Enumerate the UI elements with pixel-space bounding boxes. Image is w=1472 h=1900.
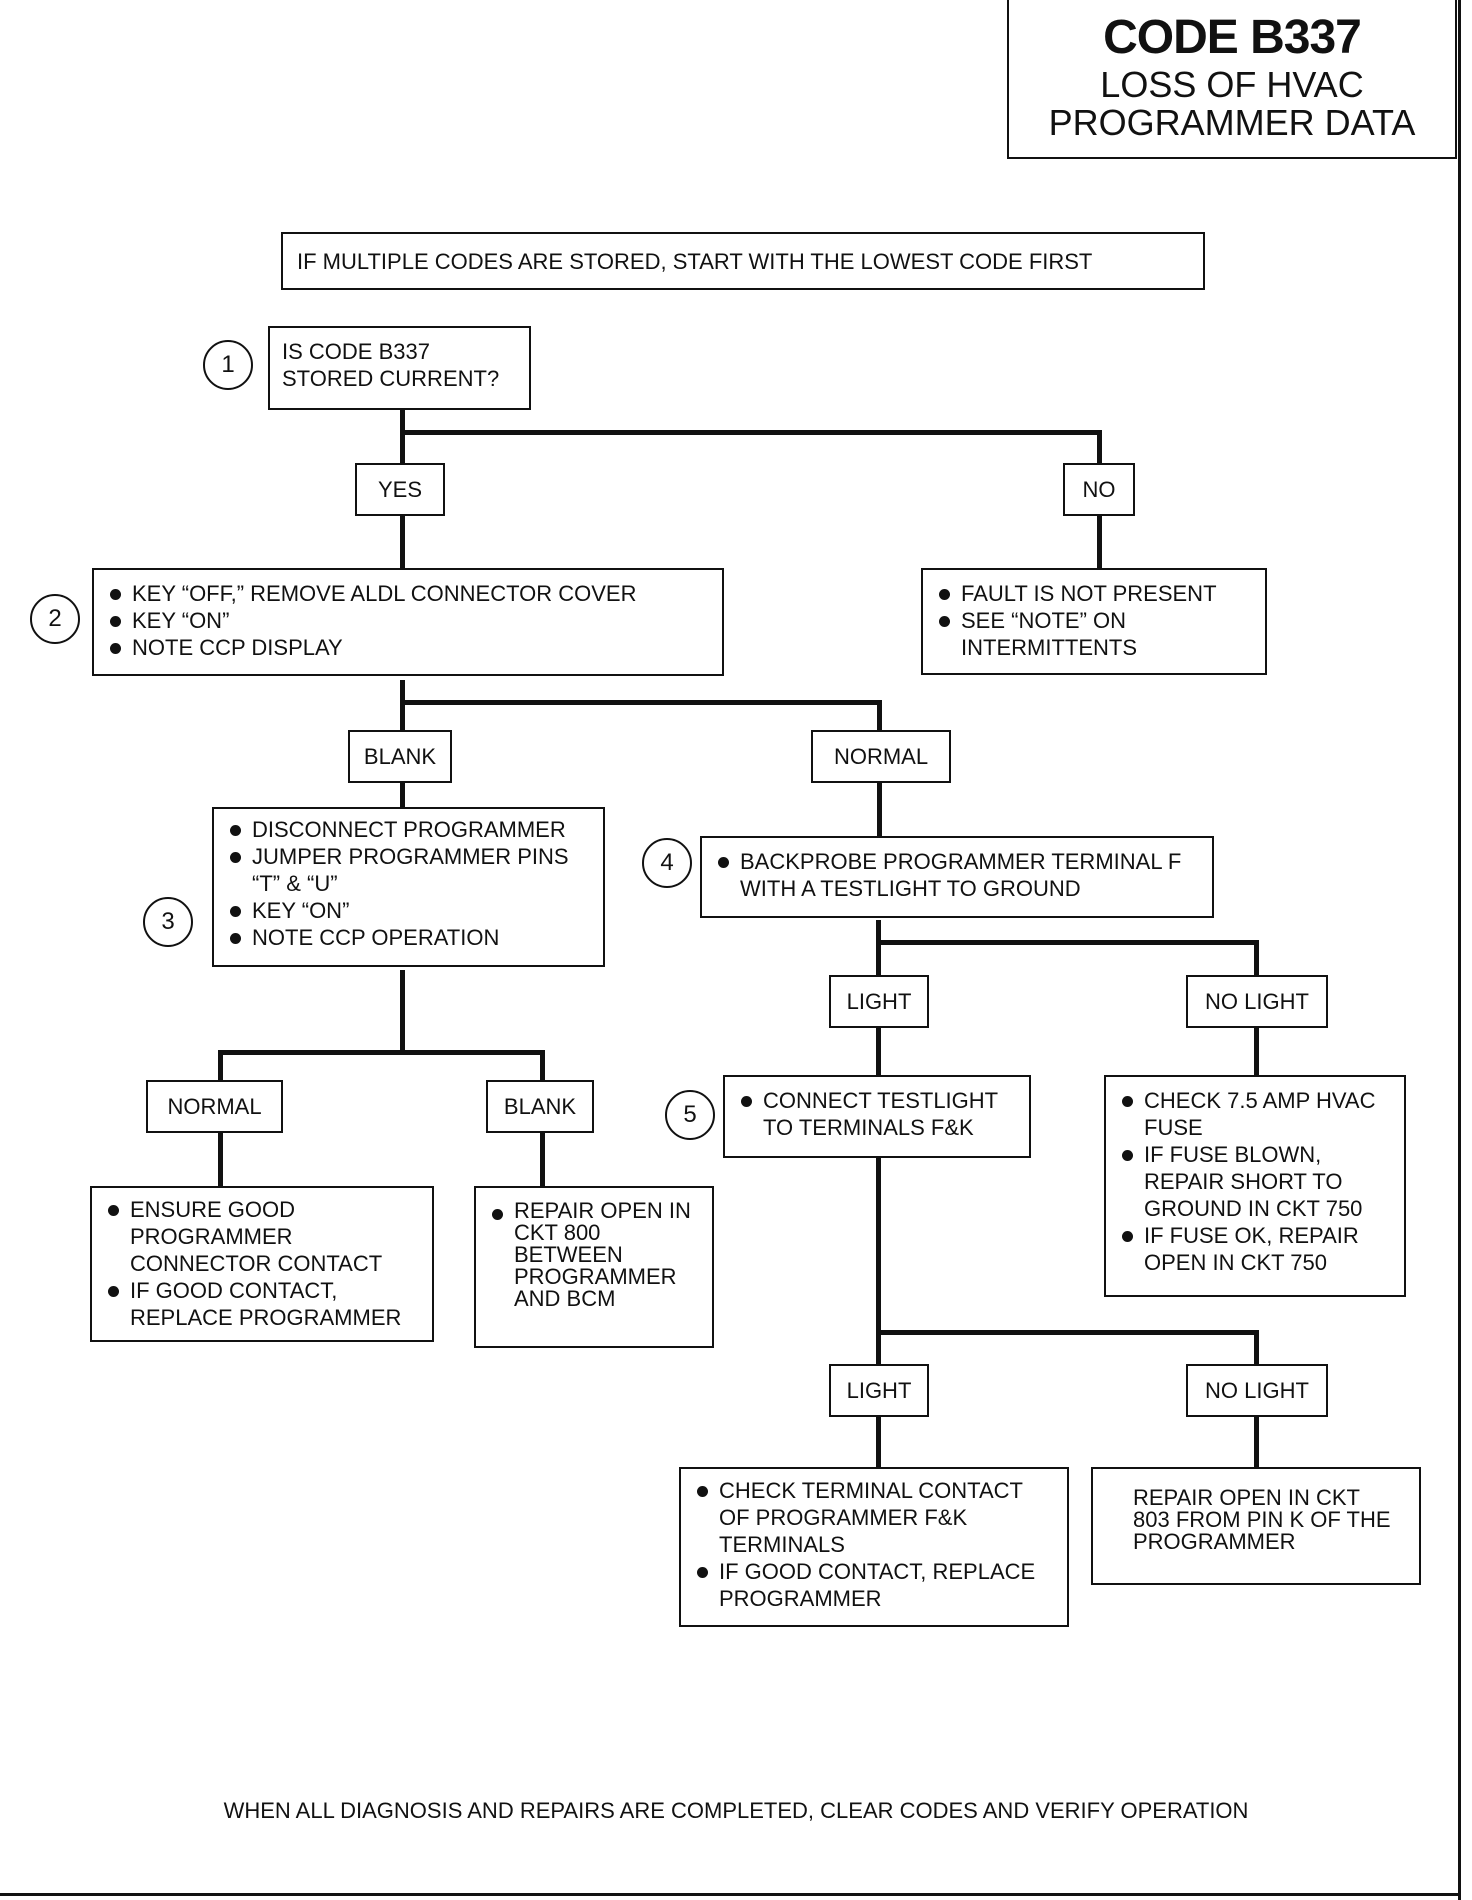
result-item: FAULT IS NOT PRESENT xyxy=(935,580,1253,607)
blank-label: BLANK xyxy=(486,1080,594,1133)
connector xyxy=(400,970,405,1055)
step-2-action-box: KEY “OFF,” REMOVE ALDL CONNECTOR COVER K… xyxy=(92,568,724,676)
step-1-line: IS CODE B337 xyxy=(282,339,430,364)
step-5-marker: 5 xyxy=(665,1090,715,1140)
no-light-label: NO LIGHT xyxy=(1186,975,1328,1028)
result-item: REPAIR OPEN IN CKT 800 BETWEEN PROGRAMME… xyxy=(488,1200,700,1310)
step-4-marker: 4 xyxy=(642,838,692,888)
step-number: 4 xyxy=(660,849,674,876)
step-3-item: DISCONNECT PROGRAMMER xyxy=(226,816,591,843)
step-5-action-box: CONNECT TESTLIGHT TO TERMINALS F&K xyxy=(723,1075,1031,1158)
page-border-bottom xyxy=(0,1893,1461,1896)
code-title: CODE B337 xyxy=(1103,11,1362,64)
fuse-check-box: CHECK 7.5 AMP HVAC FUSE IF FUSE BLOWN, R… xyxy=(1104,1075,1406,1297)
multiple-codes-note: IF MULTIPLE CODES ARE STORED, START WITH… xyxy=(281,232,1205,290)
normal-label: NORMAL xyxy=(146,1080,283,1133)
connector xyxy=(218,1050,545,1055)
connector xyxy=(876,940,1259,945)
connector xyxy=(876,1330,1259,1335)
result-item: IF GOOD CONTACT, REPLACE PROGRAMMER xyxy=(693,1558,1055,1612)
connector xyxy=(400,430,1102,435)
step-number: 3 xyxy=(161,908,175,935)
title-block: CODE B337 LOSS OF HVAC PROGRAMMER DATA xyxy=(1007,0,1457,159)
connector xyxy=(400,700,882,705)
step-2-item: KEY “ON” xyxy=(106,607,710,634)
result-item: CHECK 7.5 AMP HVAC FUSE xyxy=(1118,1087,1392,1141)
step-number: 1 xyxy=(221,351,235,378)
note-text: IF MULTIPLE CODES ARE STORED, START WITH… xyxy=(297,249,1093,274)
blank-label: BLANK xyxy=(348,730,452,783)
title-line-2: PROGRAMMER DATA xyxy=(1048,102,1416,143)
step-1-question-box: IS CODE B337 STORED CURRENT? xyxy=(268,326,531,410)
result-item: ENSURE GOOD PROGRAMMER CONNECTOR CONTACT xyxy=(104,1196,420,1277)
result-item: IF FUSE OK, REPAIR OPEN IN CKT 750 xyxy=(1118,1222,1392,1276)
no-light-label: NO LIGHT xyxy=(1186,1364,1328,1417)
step-2-marker: 2 xyxy=(30,594,80,644)
step-4-item: BACKPROBE PROGRAMMER TERMINAL F WITH A T… xyxy=(714,848,1200,902)
step-2-item: NOTE CCP DISPLAY xyxy=(106,634,710,661)
step-2-item: KEY “OFF,” REMOVE ALDL CONNECTOR COVER xyxy=(106,580,710,607)
step-number: 2 xyxy=(48,605,62,632)
step-3-item: NOTE CCP OPERATION xyxy=(226,924,591,951)
title-line-1: LOSS OF HVAC xyxy=(1100,64,1364,105)
result-item: IF GOOD CONTACT, REPLACE PROGRAMMER xyxy=(104,1277,420,1331)
repair-ckt-800-box: REPAIR OPEN IN CKT 800 BETWEEN PROGRAMME… xyxy=(474,1186,714,1348)
fault-not-present-box: FAULT IS NOT PRESENT SEE “NOTE” ON INTER… xyxy=(921,568,1267,675)
step-1-marker: 1 xyxy=(203,340,253,390)
repair-ckt-803-box: REPAIR OPEN IN CKT 803 FROM PIN K OF THE… xyxy=(1091,1467,1421,1585)
yes-label: YES xyxy=(355,463,445,516)
result-item: SEE “NOTE” ON INTERMITTENTS xyxy=(935,607,1253,661)
footer-instruction: WHEN ALL DIAGNOSIS AND REPAIRS ARE COMPL… xyxy=(223,1798,1249,1823)
no-label: NO xyxy=(1063,463,1135,516)
light-label: LIGHT xyxy=(829,975,929,1028)
result-text: REPAIR OPEN IN CKT 803 FROM PIN K OF THE… xyxy=(1133,1485,1391,1554)
page-border-right xyxy=(1458,0,1461,1900)
normal-label: NORMAL xyxy=(811,730,951,783)
ensure-contact-box: ENSURE GOOD PROGRAMMER CONNECTOR CONTACT… xyxy=(90,1186,434,1342)
result-item: IF FUSE BLOWN, REPAIR SHORT TO GROUND IN… xyxy=(1118,1141,1392,1222)
step-3-item: JUMPER PROGRAMMER PINS “T” & “U” xyxy=(226,843,591,897)
step-3-marker: 3 xyxy=(143,897,193,947)
step-3-item: KEY “ON” xyxy=(226,897,591,924)
step-4-action-box: BACKPROBE PROGRAMMER TERMINAL F WITH A T… xyxy=(700,836,1214,918)
step-3-action-box: DISCONNECT PROGRAMMER JUMPER PROGRAMMER … xyxy=(212,807,605,967)
step-number: 5 xyxy=(683,1101,697,1128)
result-item: CHECK TERMINAL CONTACT OF PROGRAMMER F&K… xyxy=(693,1477,1055,1558)
terminal-contact-box: CHECK TERMINAL CONTACT OF PROGRAMMER F&K… xyxy=(679,1467,1069,1627)
light-label: LIGHT xyxy=(829,1364,929,1417)
step-5-item: CONNECT TESTLIGHT TO TERMINALS F&K xyxy=(737,1087,1017,1141)
step-1-line: STORED CURRENT? xyxy=(282,366,500,391)
